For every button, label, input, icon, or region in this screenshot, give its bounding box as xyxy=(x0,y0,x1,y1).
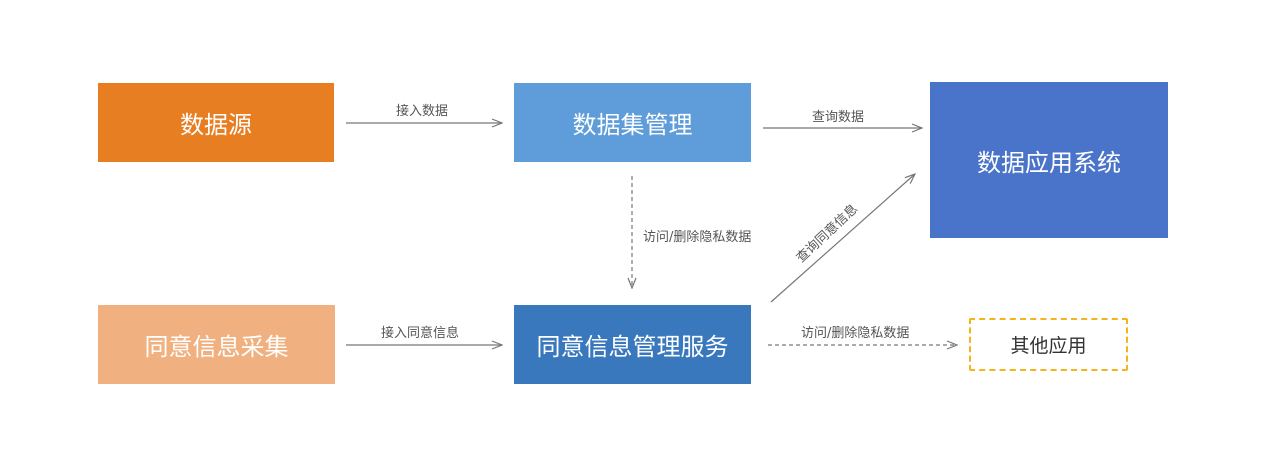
edge-label-query-data: 查询数据 xyxy=(812,110,865,125)
node-data-source: 数据源 xyxy=(98,83,334,162)
node-data-application-system: 数据应用系统 xyxy=(930,82,1168,238)
edge-label-ingest-data: 接入数据 xyxy=(396,104,449,119)
node-other-applications: 其他应用 xyxy=(969,318,1128,371)
edge-label-access-delete-other: 访问/删除隐私数据 xyxy=(801,326,910,341)
edge-label-ingest-consent: 接入同意信息 xyxy=(381,326,460,341)
node-consent-collection: 同意信息采集 xyxy=(98,305,335,384)
node-dataset-management: 数据集管理 xyxy=(514,83,751,162)
edge-label-access-delete-dataset: 访问/删除隐私数据 xyxy=(643,230,752,245)
edge-query-consent-arrow xyxy=(770,174,915,303)
node-consent-management-service: 同意信息管理服务 xyxy=(514,305,751,384)
